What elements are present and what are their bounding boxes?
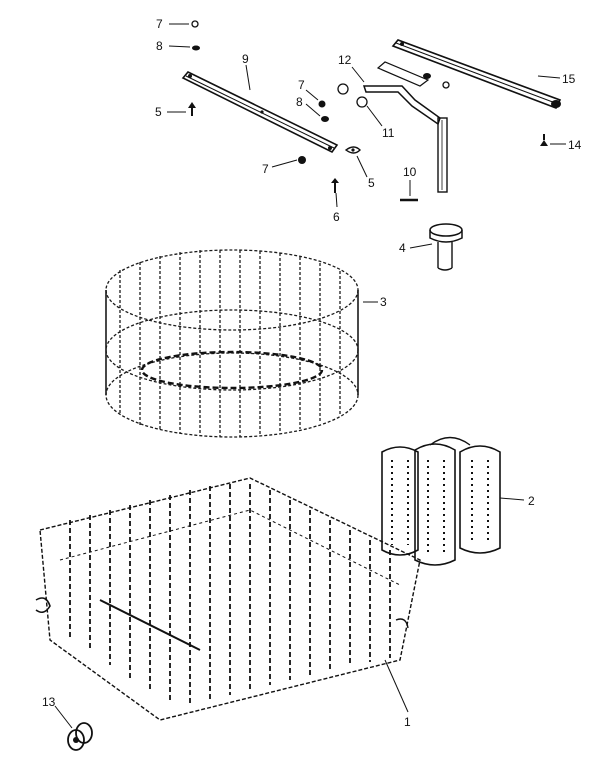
part-12-washers xyxy=(337,83,349,95)
part-14 xyxy=(540,134,548,146)
callout-9: 9 xyxy=(242,52,249,66)
callout-8-middle: 8 xyxy=(296,95,303,109)
callout-15: 15 xyxy=(562,72,576,86)
callout-1: 1 xyxy=(404,715,411,729)
part-1-lower-rack xyxy=(35,477,421,721)
callout-4: 4 xyxy=(399,241,406,255)
part-7-lower xyxy=(298,156,306,164)
callout-7-top: 7 xyxy=(156,17,163,31)
part-6 xyxy=(331,178,339,193)
part-5-left xyxy=(188,102,196,116)
part-5-middle xyxy=(344,146,361,154)
part-8-middle xyxy=(321,116,329,122)
leader-lines xyxy=(54,23,566,729)
part-4-hub xyxy=(429,223,463,271)
callout-11: 11 xyxy=(382,126,395,140)
part-11-washer xyxy=(356,96,368,108)
callout-10: 10 xyxy=(403,165,417,179)
callout-2: 2 xyxy=(528,494,535,508)
callout-6: 6 xyxy=(333,210,340,224)
part-15-arm xyxy=(391,39,562,110)
callout-12: 12 xyxy=(338,53,352,67)
part-9-arm xyxy=(181,71,339,154)
part-7-top-left xyxy=(191,20,199,28)
callout-5-middle: 5 xyxy=(368,176,375,190)
callout-7-middle: 7 xyxy=(298,78,305,92)
callout-3: 3 xyxy=(380,295,387,309)
part-7-middle xyxy=(318,100,326,108)
bracket-assembly xyxy=(362,61,450,193)
callout-labels: 7 8 5 9 7 8 7 5 6 12 11 10 4 3 2 1 13 14… xyxy=(42,17,582,729)
callout-8-top: 8 xyxy=(156,39,163,53)
part-3-round-basket xyxy=(105,249,359,438)
part-8-top-left xyxy=(192,45,200,51)
callout-14: 14 xyxy=(568,138,582,152)
part-2-cylinder-baskets xyxy=(381,436,501,566)
part-13-roller xyxy=(67,722,93,751)
callout-5-left: 5 xyxy=(155,105,162,119)
callout-7-lower: 7 xyxy=(262,162,269,176)
callout-13: 13 xyxy=(42,695,56,709)
